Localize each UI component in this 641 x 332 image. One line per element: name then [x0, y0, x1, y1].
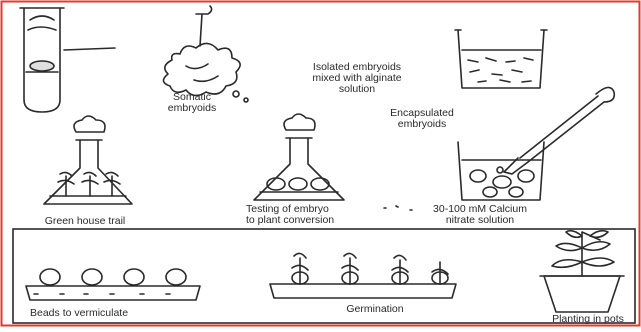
germination-tray-icon	[270, 253, 456, 298]
label-germination: Germination	[330, 304, 420, 315]
alginate-beaker-icon	[455, 30, 547, 88]
label-green-house-trail: Green house trail	[30, 216, 140, 227]
label-isolated-embryoids: Isolated embryoids mixed with alginate s…	[292, 62, 422, 95]
pipette-icon	[504, 87, 614, 174]
potted-plant-icon	[540, 231, 624, 312]
calcium-nitrate-beaker-icon	[458, 142, 544, 200]
label-encapsulated-embryoids: Encapsulated embryoids	[372, 108, 472, 130]
vermiculite-tray-icon	[26, 269, 200, 300]
label-beads-to-vermiculate: Beads to vermiculate	[30, 308, 160, 319]
label-calcium-nitrate: 30-100 mM Calcium nitrate solution	[420, 204, 540, 226]
test-tube-icon	[20, 8, 115, 112]
dots-decoration	[384, 206, 412, 210]
greenhouse-flask-icon	[44, 116, 132, 204]
label-testing-of-embryo: Testing of embryo to plant conversion	[246, 204, 366, 226]
label-somatic-embryoids: Somatic embryoids	[152, 92, 232, 114]
label-planting-in-pots: Planting in pots	[540, 314, 636, 325]
testing-flask-icon	[254, 114, 344, 200]
somatic-embryoid-cluster-icon	[163, 6, 248, 102]
